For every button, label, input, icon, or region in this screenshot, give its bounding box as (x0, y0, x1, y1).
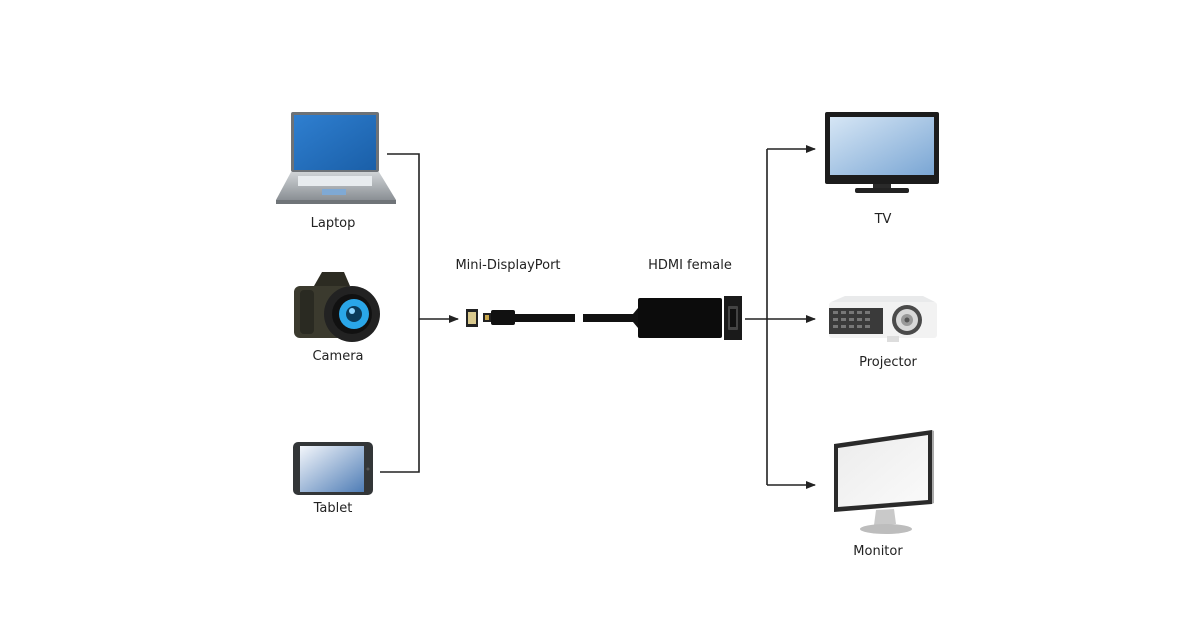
projector-icon (829, 296, 937, 342)
hdmi-female-label: HDMI female (648, 258, 732, 273)
laptop-icon (276, 112, 396, 204)
tablet-icon (293, 442, 373, 495)
tv-label: TV (874, 212, 892, 227)
monitor-label: Monitor (853, 544, 903, 559)
mini-displayport-label: Mini-DisplayPort (455, 258, 561, 273)
projector-label: Projector (859, 355, 917, 370)
camera-label: Camera (312, 349, 364, 364)
laptop-label: Laptop (310, 216, 356, 231)
adapter-cable-icon (466, 296, 742, 340)
line-laptop (380, 153, 420, 473)
tablet-label: Tablet (313, 501, 353, 516)
tv-icon (825, 112, 939, 193)
monitor-icon (834, 430, 934, 534)
camera-icon (294, 272, 380, 342)
